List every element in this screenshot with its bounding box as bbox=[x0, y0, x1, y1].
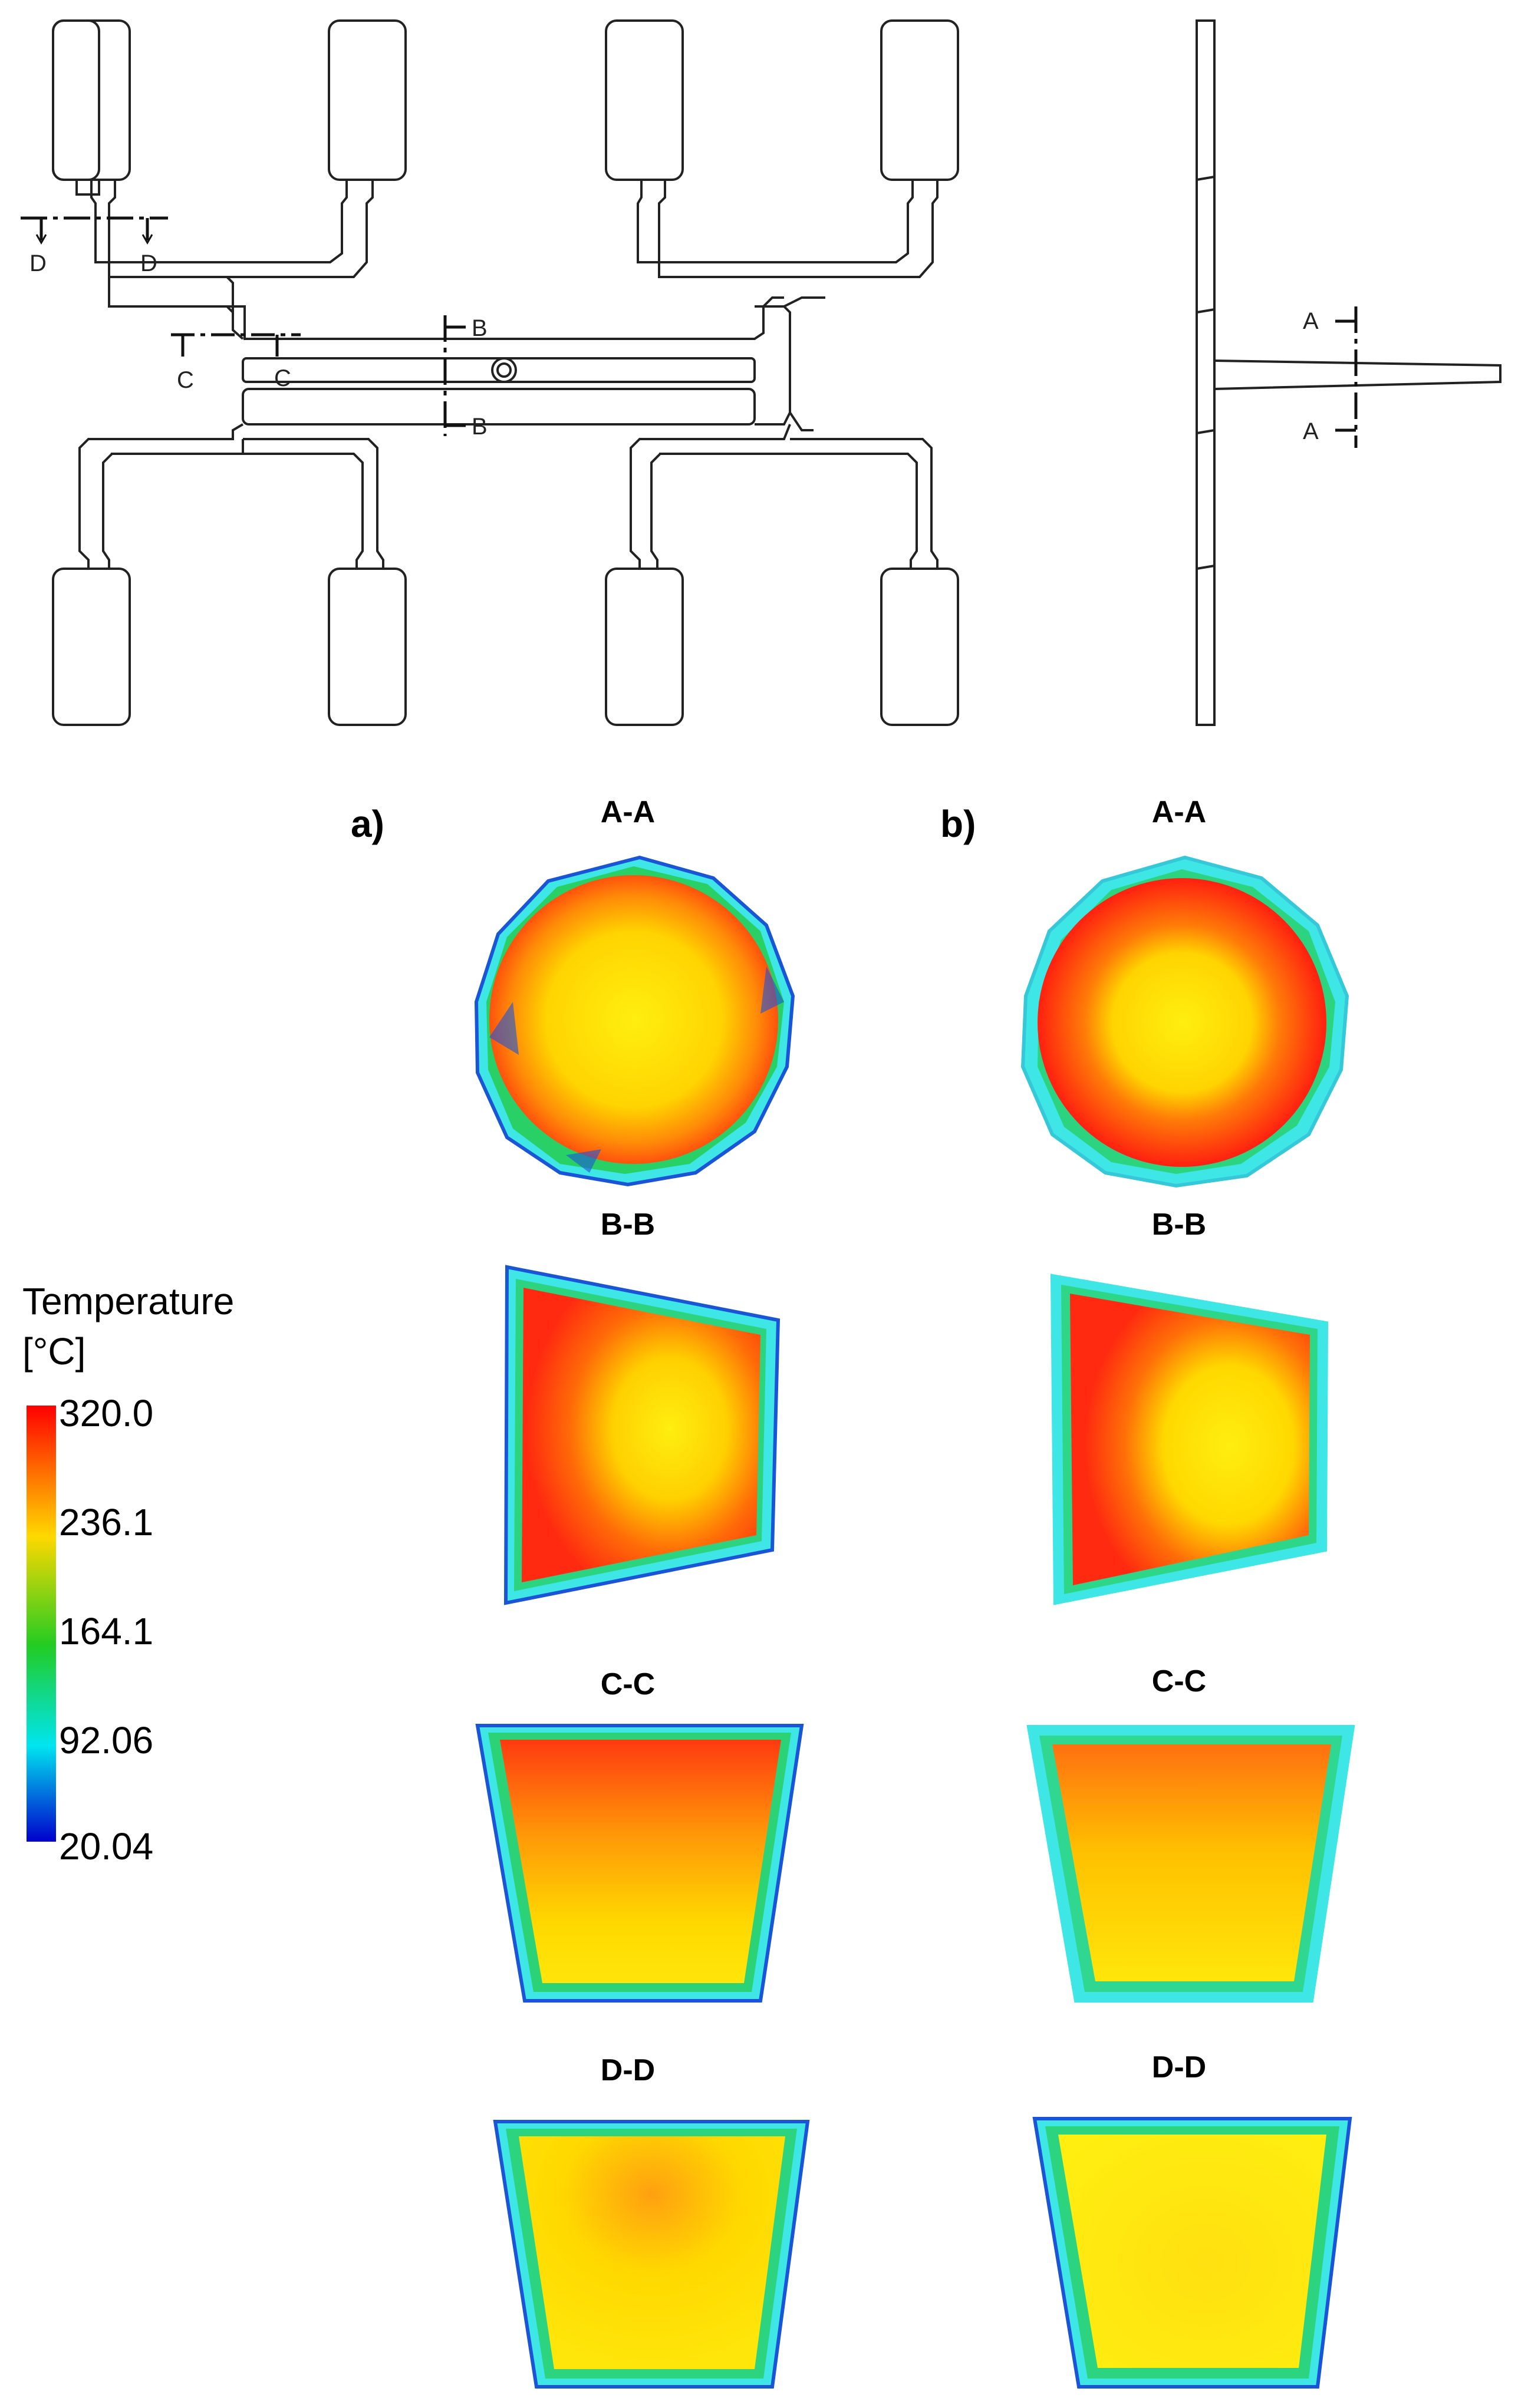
section-letters: D D C C B B A A bbox=[29, 250, 1319, 444]
label-a-bottom: A bbox=[1303, 418, 1319, 444]
label-c-left: C bbox=[177, 367, 194, 393]
label-b-bottom: B bbox=[472, 414, 488, 440]
contour-dd-a bbox=[493, 2120, 810, 2389]
contour-dd-b bbox=[1032, 2117, 1352, 2389]
title-dd-a: D-D bbox=[601, 2053, 655, 2087]
cavity-top-2 bbox=[328, 19, 407, 181]
legend-tick-max: 320.0 bbox=[59, 1392, 153, 1434]
lower-runner-channel bbox=[242, 388, 756, 425]
runner-bottom-left bbox=[78, 423, 384, 569]
cavity-bottom-right bbox=[880, 568, 959, 726]
cavity-top-left bbox=[52, 19, 100, 196]
legend-tick-high: 236.1 bbox=[59, 1501, 153, 1543]
title-cc-a: C-C bbox=[601, 1667, 655, 1701]
section-titles: A-A A-A B-B B-B C-C C-C D-D D-D bbox=[601, 795, 1206, 2087]
sprue-inner bbox=[496, 362, 512, 378]
title-bb-b: B-B bbox=[1152, 1208, 1206, 1242]
label-d-left: D bbox=[29, 250, 47, 276]
title-cc-b: C-C bbox=[1152, 1664, 1206, 1698]
legend-tick-min: 20.04 bbox=[59, 1825, 153, 1868]
label-b-top: B bbox=[472, 315, 488, 341]
section-lines bbox=[21, 216, 1358, 448]
mold-layout-drawing bbox=[52, 19, 1501, 726]
title-aa-b: A-A bbox=[1152, 795, 1206, 829]
runner-top-right bbox=[637, 180, 939, 278]
cross-runner-right bbox=[755, 296, 825, 431]
legend-tick-low: 92.06 bbox=[59, 1719, 153, 1762]
legend-title-line2: [°C] bbox=[22, 1330, 85, 1373]
title-bb-a: B-B bbox=[601, 1208, 655, 1242]
runner-top-left bbox=[90, 180, 374, 278]
sprue-outer bbox=[491, 357, 517, 383]
cavity-top-right bbox=[880, 19, 959, 181]
runner-left-mid bbox=[130, 276, 244, 340]
temperature-legend: Temperature [°C] 320.0 236.1 164.1 92.06… bbox=[22, 1280, 234, 1868]
side-view bbox=[1196, 19, 1501, 726]
contour-cc-b bbox=[1026, 1725, 1355, 2003]
contour-aa-b bbox=[1020, 855, 1349, 1188]
panel-label-a: a) bbox=[351, 803, 384, 845]
label-d-right: D bbox=[140, 250, 157, 276]
runner-bottom-right bbox=[630, 424, 939, 569]
contour-cc-a bbox=[475, 1724, 804, 2003]
contour-bb-a bbox=[503, 1265, 781, 1605]
label-a-top: A bbox=[1303, 308, 1319, 334]
legend-title-line1: Temperature bbox=[22, 1280, 234, 1322]
title-dd-b: D-D bbox=[1152, 2050, 1206, 2084]
cavity-bottom-2 bbox=[328, 568, 407, 726]
cavity-bottom-3 bbox=[605, 568, 684, 726]
contour-aa-a bbox=[474, 855, 795, 1187]
label-c-right: C bbox=[274, 365, 291, 391]
cavity-bottom-left bbox=[52, 568, 131, 726]
legend-tick-mid: 164.1 bbox=[59, 1610, 153, 1652]
cavity-top-3 bbox=[605, 19, 684, 181]
title-aa-a: A-A bbox=[601, 795, 655, 829]
panel-label-b: b) bbox=[940, 803, 976, 845]
legend-colorbar bbox=[27, 1406, 56, 1842]
contour-bb-b bbox=[1050, 1274, 1329, 1605]
